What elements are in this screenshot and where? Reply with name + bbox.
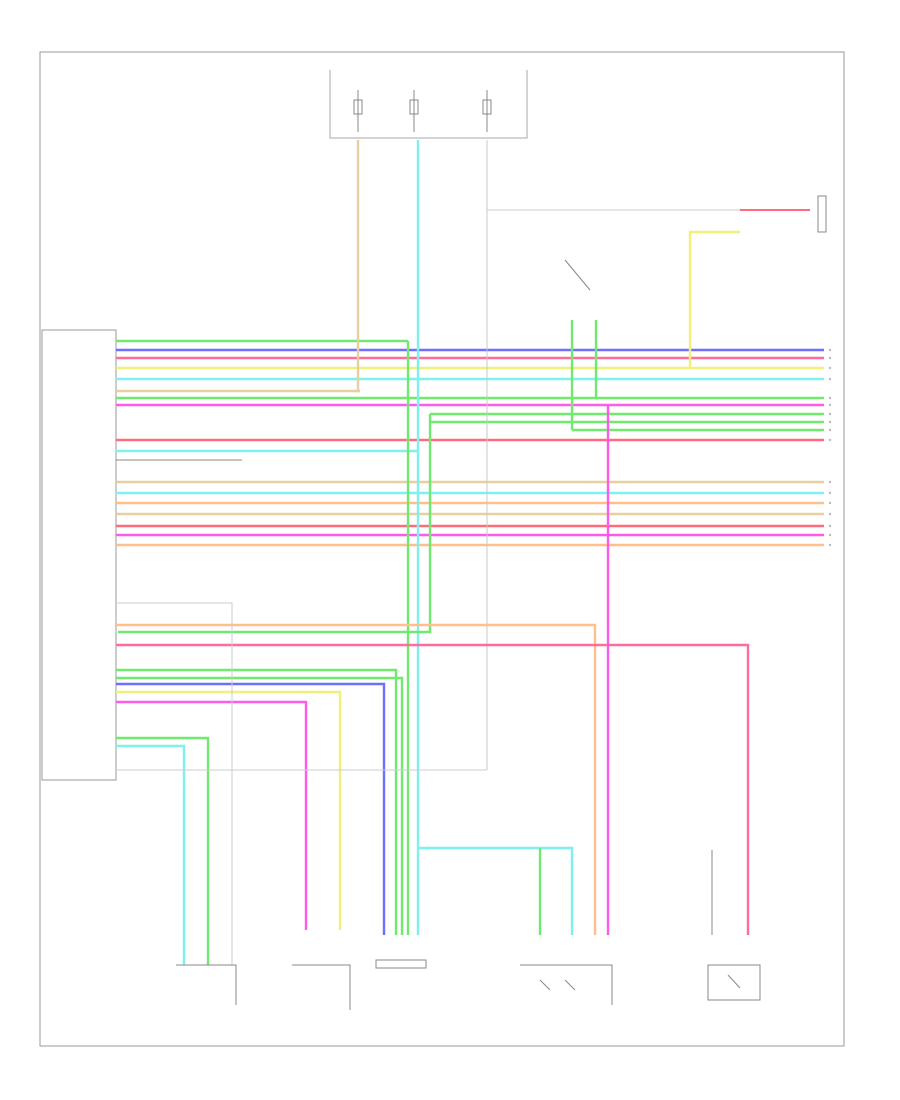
wire-green-lower1 [116,668,398,935]
wire-green-lower3 [116,736,210,965]
component-1 [176,964,237,1005]
component-8 [817,195,827,233]
fuse-block [329,70,528,139]
lower-wires [116,602,750,965]
wire-yellow-lower [116,690,342,930]
wire-green-vert-b [118,414,432,634]
vertical-wires [118,140,810,935]
wire-cyan-sw [418,846,574,935]
wire-pink-lower [116,643,750,935]
page-frame [39,51,845,1047]
component-3 [375,959,427,969]
component-7 [564,259,591,291]
component-2 [292,964,351,1010]
right-edge-terminals [828,348,832,547]
wire-blue-lower [116,682,386,935]
wire-yellow-right [688,230,740,368]
component-5 [707,964,761,1001]
wire-cyan-lower [116,744,186,965]
wire-orange-lower [116,623,597,935]
fuse-2 [409,90,419,132]
bus-wires [116,339,824,547]
wire-gray-lower [116,602,233,965]
fuse-1 [353,90,363,132]
control-module [41,329,117,781]
component-4 [520,964,613,1005]
wire-pink-lower2 [116,700,308,930]
fuse-3 [482,90,492,132]
wire-green-lower2 [116,676,404,935]
wire-tan-fuse1 [356,140,360,393]
